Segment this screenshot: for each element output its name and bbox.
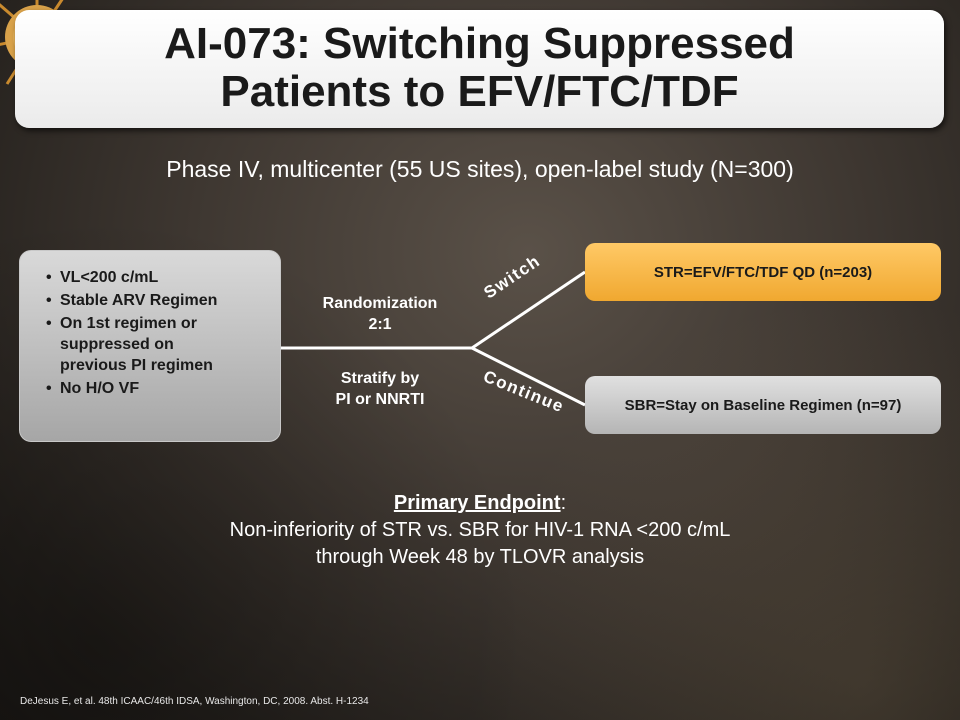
endpoint-heading: Primary Endpoint [393,492,561,514]
continue-branch-line [471,346,586,407]
endpoint-line-1: Non-inferiority of STR vs. SBR for HIV-1… [229,519,731,541]
endpoint-line-2: through Week 48 by TLOVR analysis [315,546,645,568]
criteria-item: No H/O VF [46,378,280,399]
title-panel [15,10,944,128]
sbr-arm-box: SBR=Stay on Baseline Regimen (n=97) [585,376,941,434]
criteria-list: VL<200 c/mL Stable ARV Regimen On 1st re… [20,251,280,399]
citation-footnote: DeJesus E, et al. 48th ICAAC/46th IDSA, … [20,696,369,707]
criteria-item: Stable ARV Regimen [46,290,280,311]
study-subtitle: Phase IV, multicenter (55 US sites), ope… [166,156,794,182]
randomization-label: Randomization 2:1 [322,295,438,333]
title-line-1: AI-073: Switching Suppressed [164,19,795,68]
slide-title: AI-073: Switching Suppressed Patients to… [15,20,944,116]
criteria-item: On 1st regimen or suppressed on previous… [46,313,280,376]
switch-branch-line [471,270,586,350]
title-line-2: Patients to EFV/FTC/TDF [220,67,739,116]
endpoint-colon: : [560,492,567,514]
inclusion-criteria-box: VL<200 c/mL Stable ARV Regimen On 1st re… [19,250,281,442]
primary-endpoint: Primary Endpoint: Non-inferiority of STR… [0,490,960,571]
criteria-item: VL<200 c/mL [46,267,280,288]
str-arm-box: STR=EFV/FTC/TDF QD (n=203) [585,243,941,301]
stratify-label: Stratify by PI or NNRTI [335,370,425,408]
